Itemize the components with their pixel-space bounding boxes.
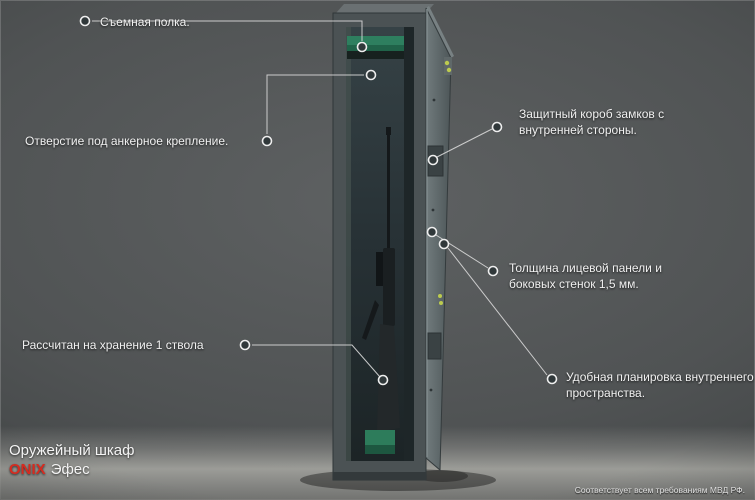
callout-marker-layout-target — [438, 238, 450, 250]
callout-label-lockbox: Защитный короб замков с внутренней сторо… — [519, 107, 665, 137]
callout-marker-storage-source — [239, 339, 251, 351]
callout-marker-layout-source — [546, 373, 558, 385]
rifle — [362, 127, 400, 454]
safe-door — [425, 6, 454, 472]
callout-line-thickness — [435, 234, 489, 269]
callout-markers — [79, 15, 558, 386]
callout-marker-shelf-target — [356, 41, 368, 53]
removable-shelf — [347, 36, 404, 59]
callout-label-shelf: Съемная полка. — [100, 15, 190, 29]
safe-body — [332, 4, 434, 481]
compliance-note: Соответствует всем требованиям МВД РФ. — [574, 485, 745, 495]
callout-label-layout: Удобная планировка внутреннего пространс… — [566, 370, 754, 400]
callout-marker-anchor-source — [261, 135, 273, 147]
door-hinge-top — [444, 57, 452, 75]
safe-interior — [346, 27, 414, 461]
callout-marker-shelf-source — [79, 15, 91, 27]
callout-label-thickness: Толщина лицевой панели и боковых стенок … — [509, 261, 662, 291]
callout-label-storage: Рассчитан на хранение 1 ствола — [22, 338, 204, 352]
callout-marker-lockbox-target — [427, 154, 439, 166]
callout-line-storage — [252, 344, 381, 378]
callout-lines — [92, 20, 548, 378]
safe-top-face — [336, 4, 434, 13]
product-type-label: Оружейный шкаф — [9, 442, 135, 459]
lock-protective-box-lower — [427, 332, 442, 360]
callout-line-anchor — [266, 74, 364, 134]
model-name: Эфес — [50, 461, 90, 478]
hinge-pin-dot — [439, 301, 443, 305]
callout-line-lockbox — [436, 128, 493, 158]
hinge-pin-dot — [446, 67, 452, 73]
callout-marker-lockbox-source — [491, 121, 503, 133]
lock-protective-box — [427, 145, 444, 177]
hinge-pin-dot — [444, 60, 450, 66]
hinge-pin-dot — [438, 294, 442, 298]
callout-label-anchor: Отверстие под анкерное крепление. — [25, 134, 229, 148]
callout-marker-thickness-source — [487, 265, 499, 277]
callout-marker-thickness-target — [426, 226, 438, 238]
callout-marker-anchor-target — [365, 69, 377, 81]
brand-name: ONIX — [9, 461, 46, 478]
callout-marker-storage-target — [377, 374, 389, 386]
